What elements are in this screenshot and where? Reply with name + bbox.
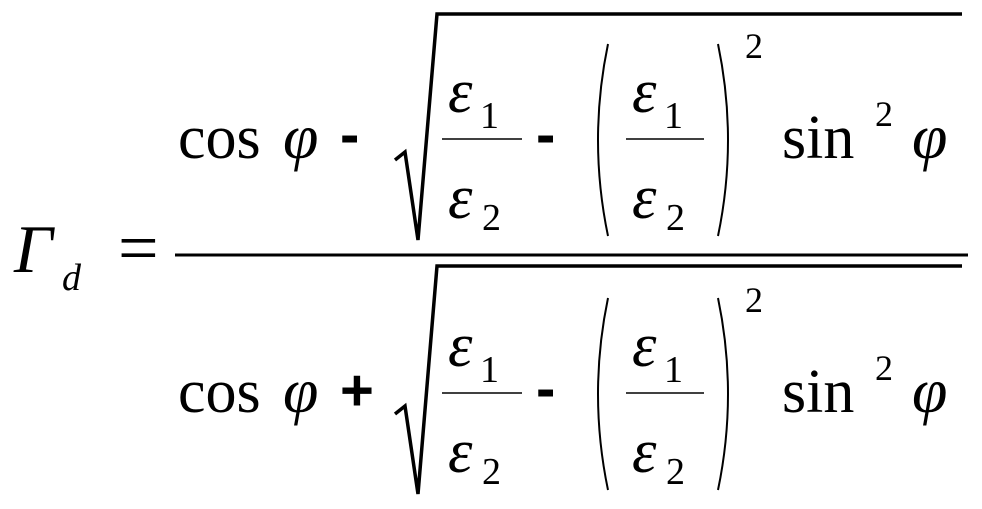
- phi-symbol: φ: [912, 355, 947, 426]
- sin-label: sin: [782, 104, 854, 172]
- epsilon-2-bottom-sub: 2: [666, 197, 685, 239]
- phi-symbol: φ: [912, 101, 947, 172]
- epsilon-2-bottom-sub: 2: [666, 451, 685, 493]
- cos-label: cos: [178, 358, 261, 426]
- epsilon-2-bottom-sub: 2: [482, 451, 501, 493]
- inner-minus: -: [536, 356, 555, 421]
- power-exponent: 2: [745, 280, 763, 320]
- radical-sign: [393, 264, 962, 495]
- epsilon-1-top-sub: 1: [664, 95, 683, 137]
- numerator: cos φ - ε 1 ε 2 - ε 1 ε 2 2 sin 2 φ: [178, 12, 962, 241]
- epsilon-2-bottom-sub: 2: [482, 197, 501, 239]
- epsilon-2-bottom: ε: [632, 418, 657, 486]
- epsilon-1-top: ε: [632, 312, 657, 380]
- left-paren: [597, 43, 609, 237]
- phi-symbol: φ: [283, 101, 318, 172]
- minus-operator: -: [340, 102, 359, 167]
- power-exponent: 2: [745, 26, 763, 66]
- epsilon-1-top: ε: [448, 312, 473, 380]
- radical-sign: [393, 12, 962, 241]
- sin-exponent: 2: [875, 94, 893, 134]
- left-paren: [597, 297, 609, 491]
- epsilon-1-top: ε: [632, 58, 657, 126]
- gamma-subscript: d: [62, 257, 82, 299]
- gamma-symbol: Γ: [13, 211, 55, 287]
- epsilon-2-bottom: ε: [448, 418, 473, 486]
- sin-exponent: 2: [875, 348, 893, 388]
- inner-minus: -: [536, 102, 555, 167]
- sin-label: sin: [782, 358, 854, 426]
- epsilon-2-bottom: ε: [632, 164, 657, 232]
- equals-sign: =: [118, 208, 159, 288]
- cos-label: cos: [178, 104, 261, 172]
- denominator: cos φ + ε 1 ε 2 - ε 1 ε 2 2 sin 2 φ: [178, 264, 962, 495]
- epsilon-1-top-sub: 1: [664, 349, 683, 391]
- epsilon-1-top-sub: 1: [480, 349, 499, 391]
- epsilon-2-bottom: ε: [448, 164, 473, 232]
- epsilon-1-top: ε: [448, 58, 473, 126]
- phi-symbol: φ: [283, 355, 318, 426]
- right-paren: [717, 297, 729, 491]
- epsilon-1-top-sub: 1: [480, 95, 499, 137]
- right-paren: [717, 43, 729, 237]
- plus-operator: +: [340, 358, 374, 423]
